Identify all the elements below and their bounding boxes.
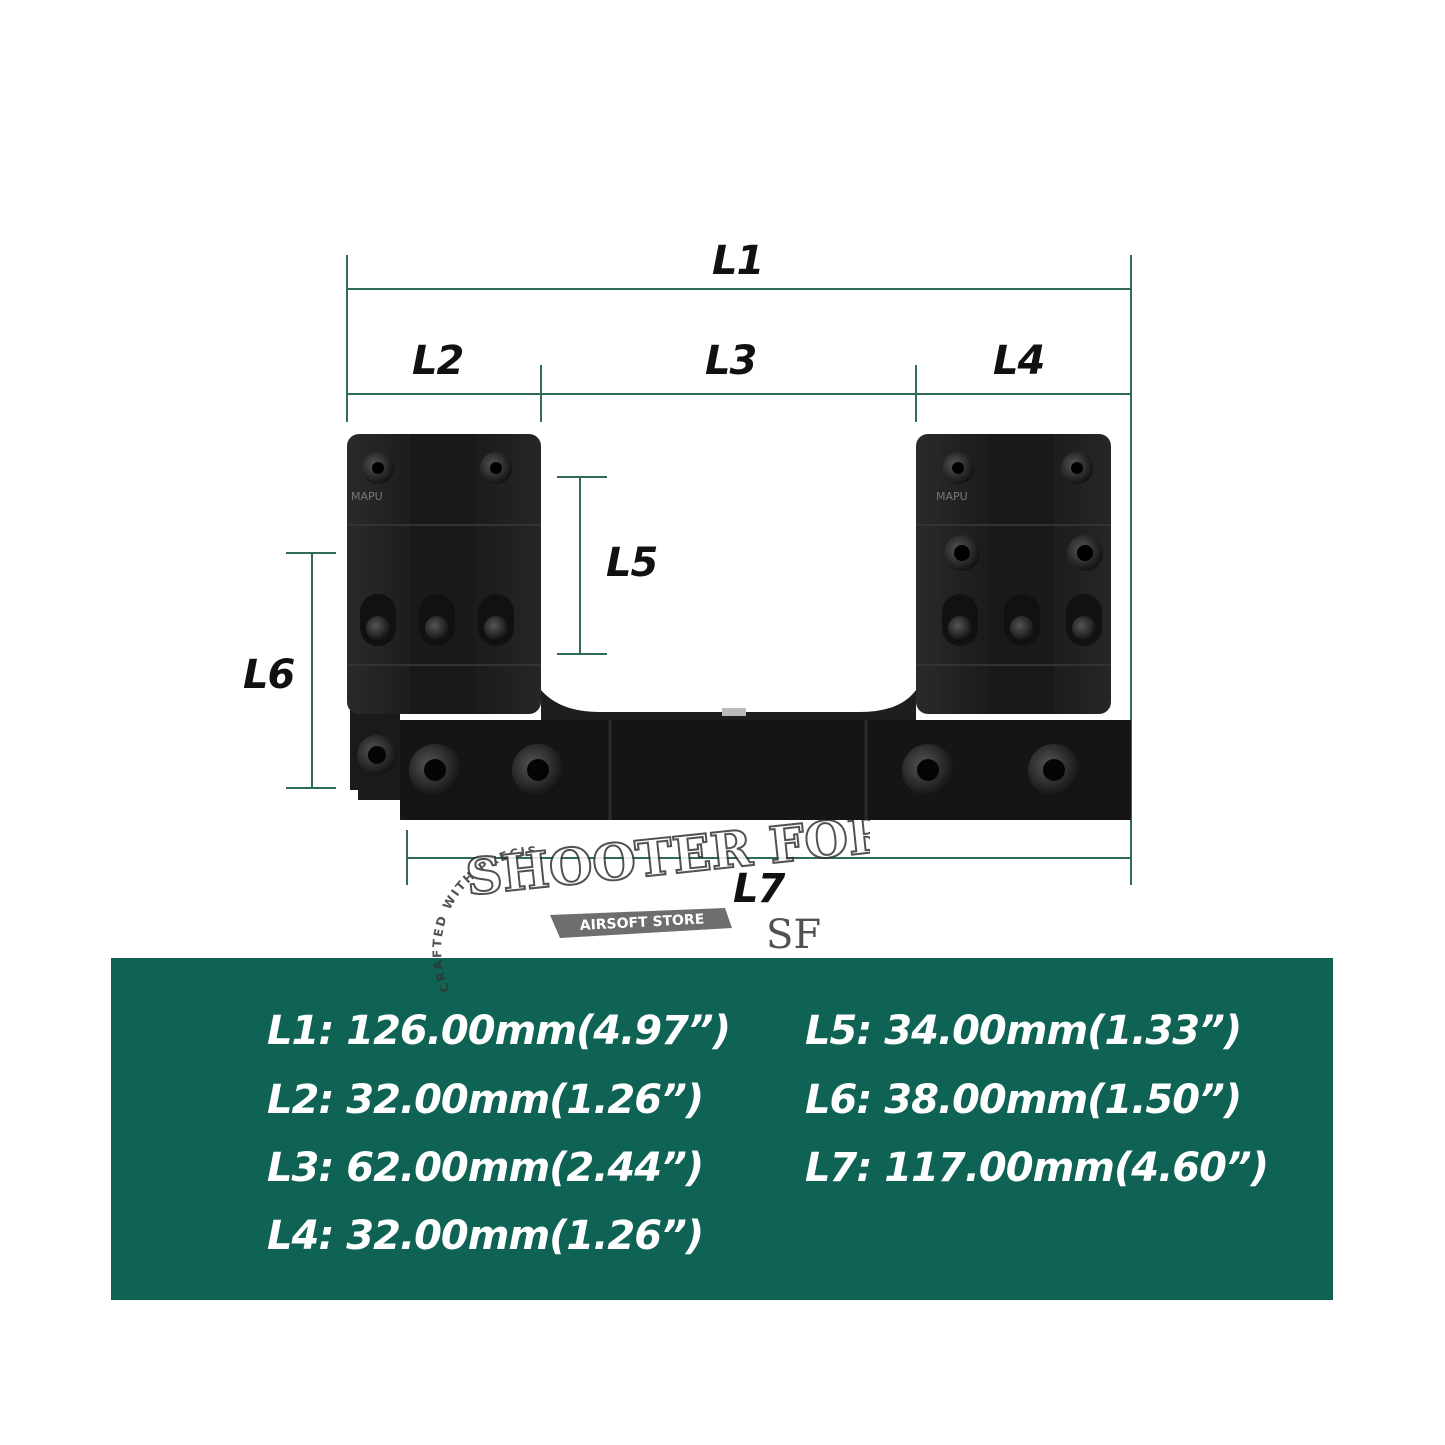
l4-label: L4: [993, 338, 1045, 384]
spec-l6: L6: 38.00mm(1.50”): [805, 1077, 1242, 1123]
logo-brand: SHOOTER FORCE: [463, 820, 870, 907]
l5-label: L5: [606, 540, 658, 586]
right-ring-engraving: MAPU: [936, 490, 968, 503]
l2-label: L2: [412, 338, 464, 384]
l3-label: L3: [705, 338, 757, 384]
left-ring-engraving: MAPU: [351, 490, 383, 503]
spec-l4: L4: 32.00mm(1.26”): [267, 1213, 704, 1259]
l1-label: L1: [712, 238, 764, 284]
logo-banner: AIRSOFT STORE: [579, 911, 704, 934]
spec-l5: L5: 34.00mm(1.33”): [805, 1008, 1242, 1054]
l7-label: L7: [733, 866, 785, 912]
right-ring: [916, 434, 1111, 714]
shooter-force-logo: CRAFTED WITH PRECISION SHOOTER FORCE AIR…: [410, 820, 870, 994]
left-ring: [347, 434, 541, 714]
l6-label: L6: [243, 652, 295, 698]
logo-monogram: SF: [766, 912, 821, 958]
spec-panel: L1: 126.00mm(4.97”) L2: 32.00mm(1.26”) L…: [111, 958, 1333, 1300]
spec-l7: L7: 117.00mm(4.60”): [805, 1145, 1269, 1191]
spec-l2: L2: 32.00mm(1.26”): [267, 1077, 704, 1123]
spec-l1: L1: 126.00mm(4.97”): [267, 1008, 731, 1054]
base-screws: [409, 744, 1080, 796]
spec-l3: L3: 62.00mm(2.44”): [267, 1145, 704, 1191]
dimension-lines: [286, 255, 1132, 885]
